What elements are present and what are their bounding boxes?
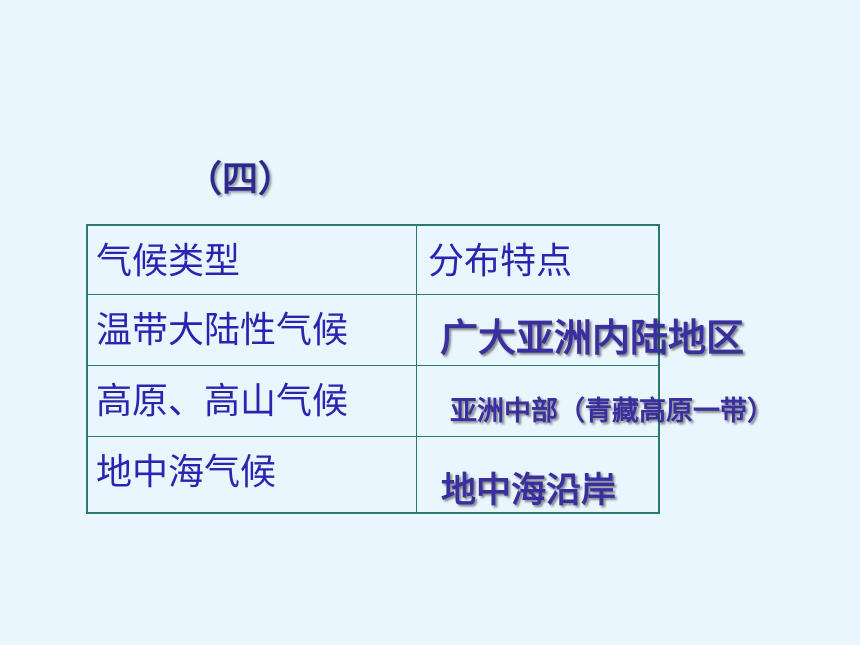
distribution-cell: 地中海沿岸: [441, 471, 617, 511]
table-row: 高原、高山气候: [88, 366, 658, 437]
header-distribution: 分布特点: [428, 241, 573, 282]
distribution-cell: 亚洲中部（青藏高原一带）: [450, 396, 774, 427]
column-divider: [416, 226, 417, 512]
slide-title: （四）: [186, 159, 295, 200]
distribution-cell: 广大亚洲内陆地区: [440, 316, 745, 360]
table-row: 温带大陆性气候: [88, 295, 658, 366]
climate-type-cell: 温带大陆性气候: [96, 310, 349, 351]
climate-type-cell: 高原、高山气候: [96, 381, 349, 422]
table-row: 地中海气候: [88, 437, 658, 512]
climate-type-cell: 地中海气候: [96, 452, 277, 493]
table-header-row: 气候类型 分布特点: [88, 226, 658, 295]
climate-table: 气候类型 分布特点 温带大陆性气候 高原、高山气候 地中海气候: [86, 224, 660, 514]
header-climate-type: 气候类型: [96, 241, 241, 282]
